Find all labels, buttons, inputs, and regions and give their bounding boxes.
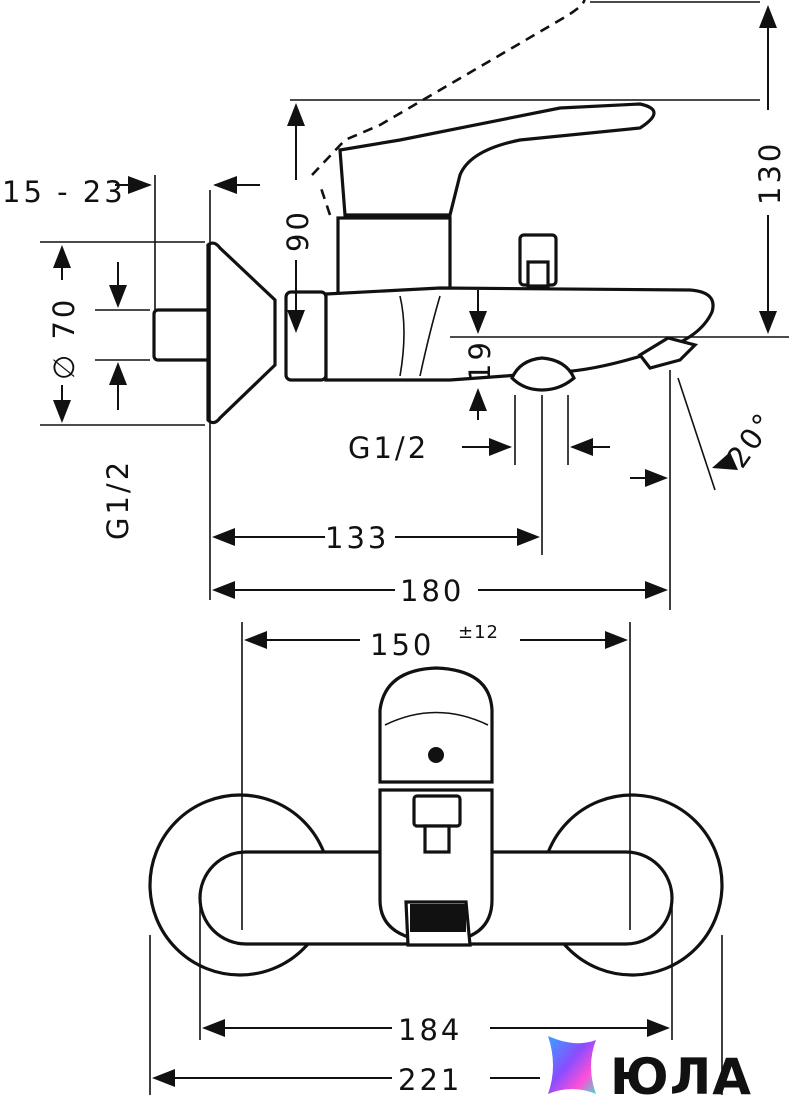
dim-escutcheon-width: 184 — [398, 1013, 462, 1047]
connection-nut — [284, 290, 328, 382]
front-diverter-knob — [412, 794, 462, 828]
dim-flange-depth: 15 - 23 — [2, 175, 126, 209]
dim-center-tolerance: ±12 — [458, 622, 499, 643]
dim-lever-swing: 90 — [281, 209, 315, 252]
mixer-body — [336, 216, 452, 298]
brand-logo: ЮЛА — [548, 1036, 752, 1105]
dim-projection: 180 — [400, 574, 464, 608]
lever-handle — [338, 102, 656, 217]
brand-logo-icon — [548, 1036, 596, 1094]
lever-indicator-dot — [428, 747, 444, 763]
front-view: 150 ±12 184 221 — [148, 622, 724, 1097]
wall-rosette — [206, 241, 277, 425]
dim-overall-width: 221 — [398, 1063, 462, 1097]
spout-tip — [637, 336, 699, 370]
dim-inlet-thread: G1/2 — [101, 459, 135, 540]
front-lever — [378, 666, 494, 784]
dim-outlet-distance: 133 — [325, 521, 389, 555]
dim-center-distance: 150 — [370, 628, 434, 662]
side-view: 15 - 23 ∅ 70 G1/2 90 130 19 G1/2 20° 133… — [2, 0, 789, 610]
inlet-stub — [152, 308, 212, 362]
brand-name: ЮЛА — [610, 1048, 752, 1100]
outlet-aerator — [510, 356, 576, 392]
dim-overall-height: 130 — [753, 141, 787, 205]
dim-outlet-thread: G1/2 — [348, 431, 429, 465]
dim-spout-height: 19 — [463, 339, 497, 382]
dim-rosette-diameter: ∅ 70 — [47, 297, 81, 380]
lever-raised-outline — [311, 0, 586, 176]
